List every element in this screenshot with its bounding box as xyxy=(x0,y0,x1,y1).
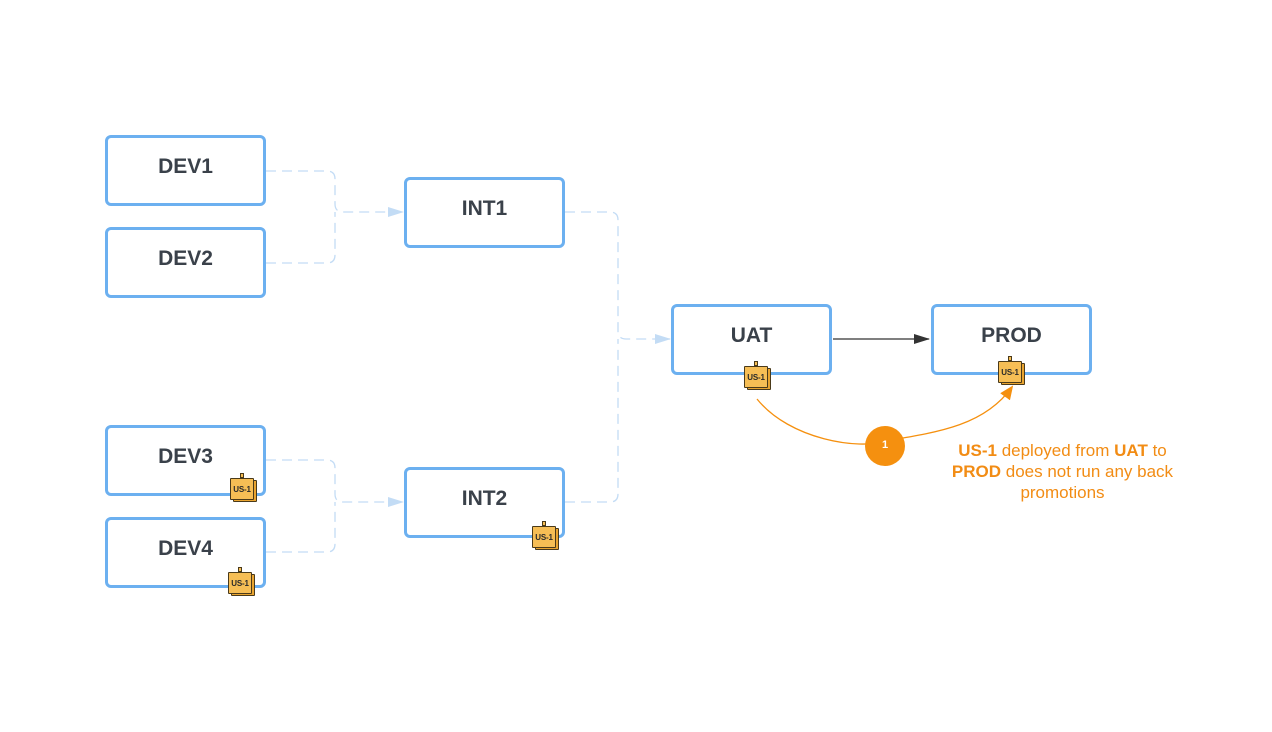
sticky-note-label: US-1 xyxy=(1001,367,1019,377)
sticky-note-label: US-1 xyxy=(747,372,765,382)
sticky-note-face: US-1 xyxy=(230,478,254,500)
pin-icon xyxy=(240,473,244,478)
sticky-note-face: US-1 xyxy=(744,366,768,388)
sticky-note-dev3[interactable]: US-1 xyxy=(230,473,257,502)
sticky-note-face: US-1 xyxy=(228,572,252,594)
annotation-text-3: does not run any back promotions xyxy=(1001,462,1174,502)
sticky-note-dev4[interactable]: US-1 xyxy=(228,567,255,596)
uat-label: UAT xyxy=(730,323,773,347)
sticky-note-label: US-1 xyxy=(535,532,553,542)
sticky-note-prod[interactable]: US-1 xyxy=(998,356,1025,385)
dev4-label: DEV4 xyxy=(158,536,213,560)
annotation-text-2: to xyxy=(1147,441,1167,460)
dev2-box[interactable]: DEV2 xyxy=(105,227,266,298)
dev4-box[interactable]: DEV4 xyxy=(105,517,266,588)
int1-label: INT1 xyxy=(461,196,508,220)
step-number-badge[interactable]: 1 xyxy=(865,426,905,466)
annotation-text: US-1 deployed from UAT to PROD does not … xyxy=(935,440,1190,503)
dev2-label: DEV2 xyxy=(158,246,213,270)
sticky-note-label: US-1 xyxy=(231,578,249,588)
uat-box[interactable]: UAT xyxy=(671,304,832,375)
annotation-story: US-1 xyxy=(958,441,997,460)
int2-label: INT2 xyxy=(461,486,508,510)
connector-dev4-int2 xyxy=(266,502,336,553)
sticky-note-uat[interactable]: US-1 xyxy=(744,361,771,390)
connector-dev1-int1 xyxy=(266,170,404,217)
sticky-note-label: US-1 xyxy=(233,484,251,494)
annotation-text-1: deployed from xyxy=(996,441,1115,460)
connector-int2-uat xyxy=(565,339,619,503)
int1-box[interactable]: INT1 xyxy=(404,177,565,248)
connector-dev2-int1 xyxy=(266,212,336,264)
prod-label: PROD xyxy=(981,323,1042,347)
connector-dev3-int2 xyxy=(266,459,404,507)
dev1-box[interactable]: DEV1 xyxy=(105,135,266,206)
step-number: 1 xyxy=(881,439,889,451)
pin-icon xyxy=(754,361,758,366)
sticky-note-face: US-1 xyxy=(532,526,556,548)
connector-int1-uat xyxy=(565,211,671,344)
sticky-note-face: US-1 xyxy=(998,361,1022,383)
sticky-note-int2[interactable]: US-1 xyxy=(532,521,559,550)
dev3-box[interactable]: DEV3 xyxy=(105,425,266,496)
pin-icon xyxy=(238,567,242,572)
annotation-target-env: PROD xyxy=(951,462,1002,481)
pin-icon xyxy=(1008,356,1012,361)
dev1-label: DEV1 xyxy=(158,154,213,178)
dev3-label: DEV3 xyxy=(158,444,213,468)
pin-icon xyxy=(542,521,546,526)
annotation-source-env: UAT xyxy=(1114,441,1148,460)
